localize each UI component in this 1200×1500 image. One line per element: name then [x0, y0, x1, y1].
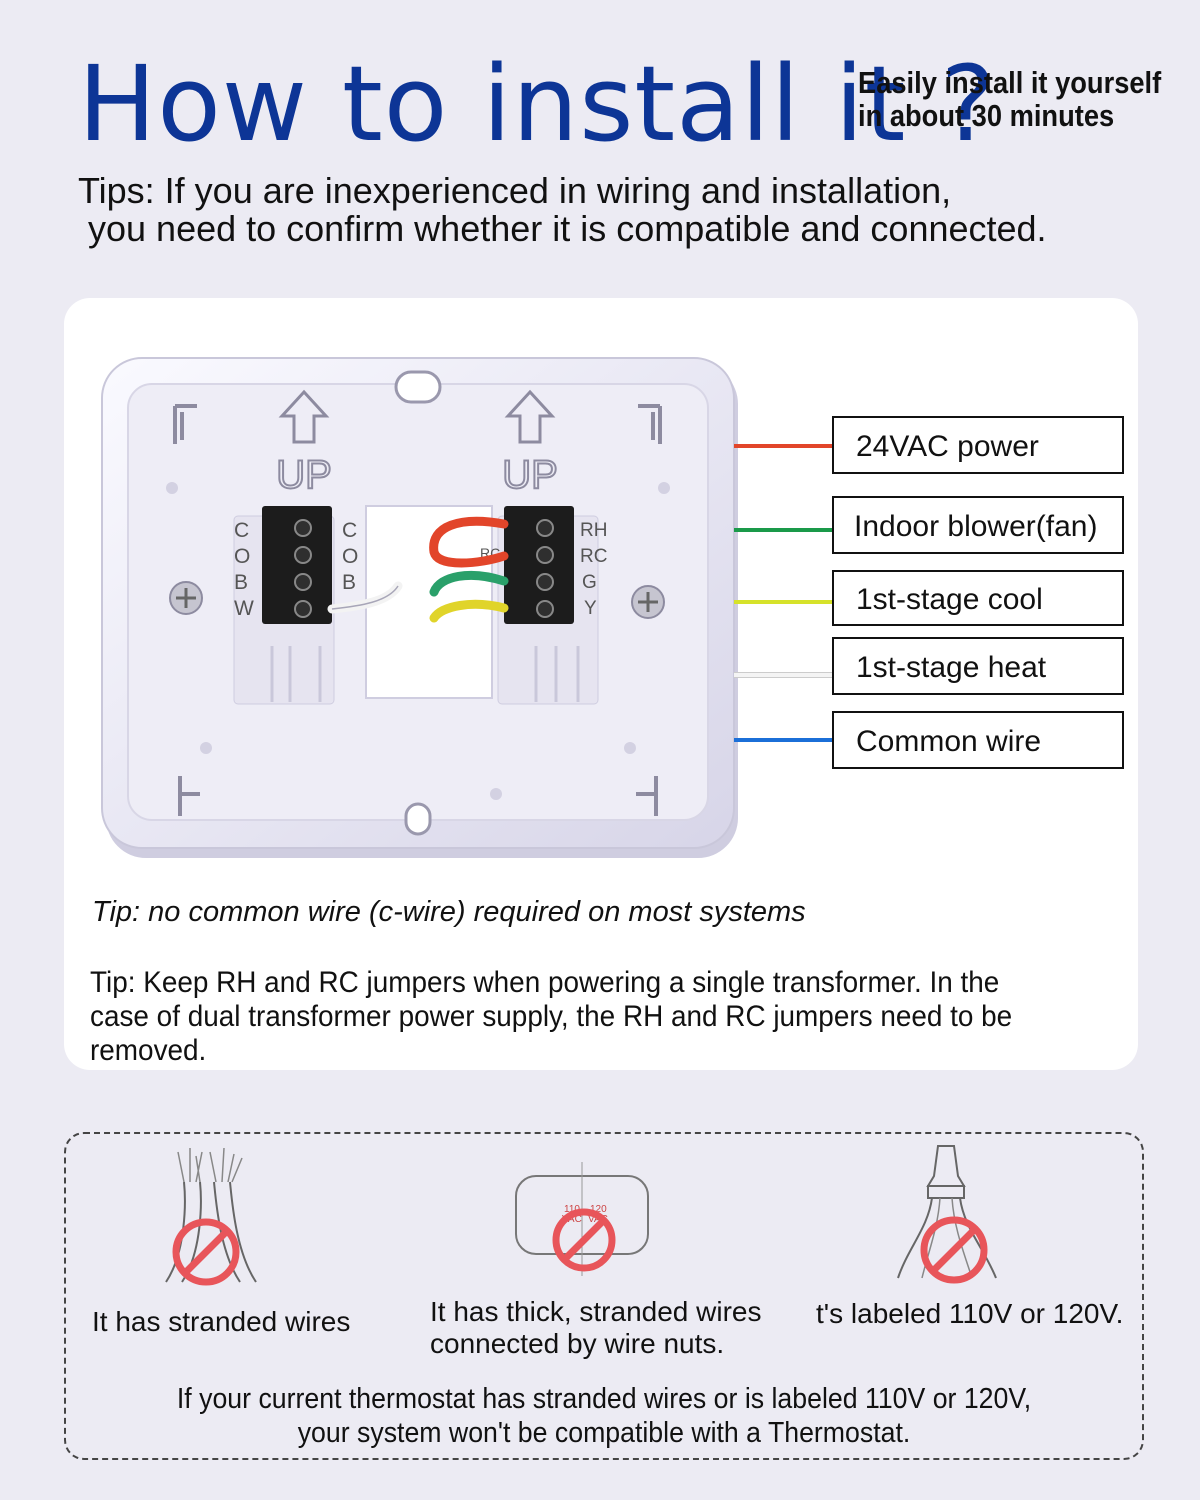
- top-mount-slot: [394, 370, 442, 404]
- prohibit-slash: [183, 1229, 229, 1275]
- device-110: 110: [564, 1204, 580, 1215]
- right-label-y: Y: [584, 598, 597, 619]
- strands-left: [177, 1148, 203, 1183]
- bump: [200, 742, 212, 754]
- wire-line-common: [734, 738, 832, 742]
- bottom-mount-slot: [404, 802, 432, 836]
- jumper-wire-red: [429, 516, 509, 568]
- wire-green: [429, 571, 509, 597]
- bump: [658, 482, 670, 494]
- prohibit-circle: [552, 1208, 616, 1272]
- prohibit-slash: [562, 1218, 606, 1262]
- right-label-rc: RC: [580, 546, 607, 567]
- tips-line-1: Tips: If you are inexperienced in wiring…: [78, 170, 952, 211]
- subtitle-line-1: Easily install it yourself: [858, 65, 1162, 100]
- tips-text: Tips: If you are inexperienced in wiring…: [78, 172, 1178, 248]
- left-label-o-outer: O: [234, 545, 250, 568]
- wire-line-cool: [734, 600, 832, 604]
- left-label-c-inner: C: [342, 519, 357, 542]
- subtitle-line-2: in about 30 minutes: [858, 98, 1115, 133]
- bump: [166, 482, 178, 494]
- wire-line-24vac: [734, 444, 832, 448]
- warning-thick-line-2: connected by wire nuts.: [430, 1328, 725, 1359]
- left-label-o-inner: O: [342, 545, 358, 568]
- bump: [624, 742, 636, 754]
- warning-thick-stranded: It has thick, stranded wires connected b…: [430, 1296, 761, 1360]
- bump: [490, 788, 502, 800]
- label-indoor-blower: Indoor blower(fan): [832, 496, 1124, 554]
- device-vac-1: VAC: [562, 1214, 582, 1225]
- prohibit-circle: [172, 1218, 240, 1286]
- strands-right: [209, 1147, 243, 1183]
- right-label-g: G: [582, 572, 597, 593]
- label-1st-stage-heat: 1st-stage heat: [832, 637, 1124, 695]
- up-label-left: UP: [276, 453, 332, 497]
- stranded-wires-icon: [165, 1147, 257, 1286]
- clip-bottom-right: [636, 776, 658, 816]
- device-120: 120: [590, 1204, 607, 1215]
- label-1st-stage-cool: 1st-stage cool: [832, 570, 1124, 626]
- clip-top-left: [173, 404, 197, 444]
- compatibility-box: [64, 1132, 1144, 1460]
- prohibit-slash: [931, 1227, 977, 1273]
- wire-line-heat: [734, 672, 832, 678]
- left-terminal-block: [262, 506, 332, 624]
- left-terminal-labels: C O B W C O B: [234, 519, 358, 620]
- left-label-c-outer: C: [234, 519, 249, 542]
- left-label-w-outer: W: [234, 597, 254, 620]
- up-label-right: UP: [502, 453, 558, 497]
- tip-jumpers: Tip: Keep RH and RC jumpers when powerin…: [90, 966, 1013, 1067]
- compatibility-note-line-1: If your current thermostat has stranded …: [176, 1383, 1032, 1415]
- tips-line-2: you need to confirm whether it is compat…: [88, 208, 1047, 249]
- left-label-b-inner: B: [342, 571, 356, 594]
- wire-nut-icon: [897, 1145, 997, 1284]
- prohibit-circle: [920, 1216, 988, 1284]
- up-arrow-left-icon: [278, 389, 330, 444]
- subtitle: Easily install it yourself in about 30 m…: [858, 65, 1162, 133]
- screw-right-slot: [638, 592, 658, 612]
- label-common-wire: Common wire: [832, 711, 1124, 769]
- wall-plate-diagram: UP UP C O B W C O B RH RC G Y RC: [101, 357, 738, 858]
- warning-stranded: It has stranded wires: [92, 1306, 351, 1337]
- warning-labeled: t's labeled 110V or 120V.: [816, 1298, 1124, 1329]
- compatibility-note: If your current thermostat has stranded …: [107, 1382, 1101, 1450]
- wire-nut-cap: [926, 1145, 966, 1187]
- high-voltage-device-icon: 110 VAC 120 VAC: [515, 1162, 649, 1276]
- wire-yellow: [429, 599, 509, 623]
- compatibility-note-line-2: your system won't be compatible with a T…: [297, 1417, 911, 1449]
- left-label-b-outer: B: [234, 571, 248, 594]
- wire-nut-wires: [897, 1197, 997, 1279]
- wire-line-fan: [734, 528, 832, 532]
- clip-top-right: [638, 404, 662, 444]
- guide-lines: [270, 646, 580, 702]
- tip-c-wire: Tip: no common wire (c-wire) required on…: [92, 896, 806, 928]
- left-terminal-screws: [294, 519, 312, 618]
- page-title: How to install it ?: [78, 43, 997, 165]
- screw-left-slot: [176, 588, 196, 608]
- wire-nut-band: [927, 1185, 965, 1199]
- warning-thick-line-1: It has thick, stranded wires: [430, 1296, 762, 1327]
- label-24vac-power: 24VAC power: [832, 416, 1124, 474]
- wire-white-outline: [331, 585, 399, 610]
- right-terminal-screws: [536, 519, 554, 618]
- right-terminal-block: [504, 506, 574, 624]
- right-label-rh: RH: [580, 520, 607, 541]
- clip-bottom-left: [178, 776, 200, 816]
- up-arrow-right-icon: [504, 389, 556, 444]
